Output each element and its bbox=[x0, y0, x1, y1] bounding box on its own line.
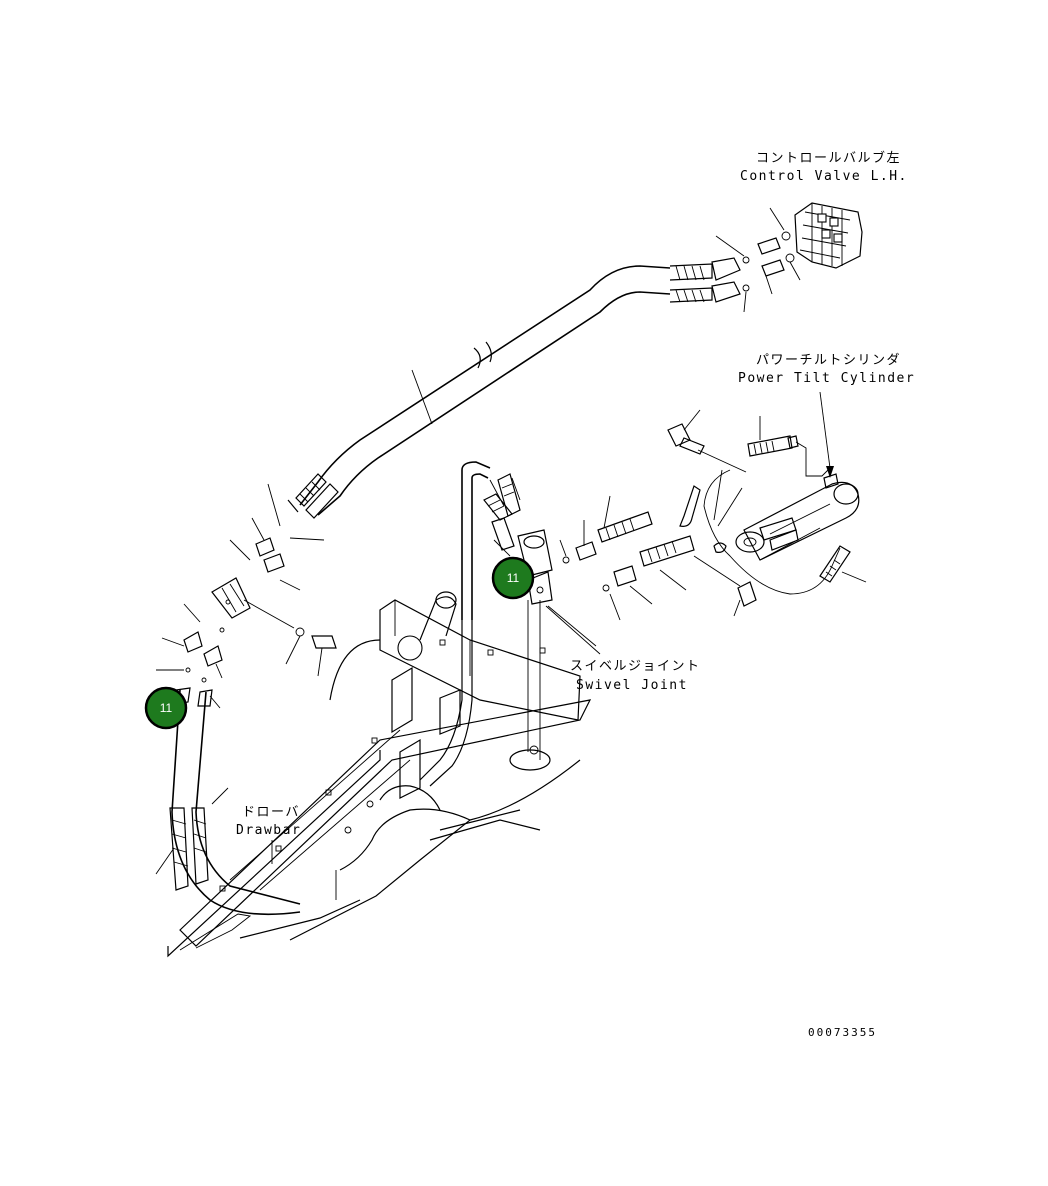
control-valve bbox=[794, 202, 863, 269]
frame-structure bbox=[167, 591, 592, 958]
callout-number: 11 bbox=[507, 571, 520, 585]
callout-number: 11 bbox=[160, 701, 173, 715]
drawbar-label-jp: ドローバ bbox=[242, 805, 300, 820]
swivel-leader bbox=[545, 605, 601, 655]
control-valve-label-jp: コントロールバルブ左 bbox=[756, 150, 901, 166]
control-valve-label-en: Control Valve L.H. bbox=[740, 169, 908, 184]
valve-fittings bbox=[715, 207, 801, 313]
power-tilt-label-en: Power Tilt Cylinder bbox=[738, 371, 915, 386]
drawing-number: 00073355 bbox=[808, 1026, 877, 1039]
swivel-joint-label-en: Swivel Joint bbox=[576, 678, 688, 693]
callout-2[interactable]: 11 bbox=[144, 686, 188, 730]
callout-circle bbox=[144, 686, 188, 730]
swivel-joint-label-jp: スイベルジョイント bbox=[570, 659, 701, 674]
callout-circle bbox=[491, 556, 535, 600]
callout-1[interactable]: 11 bbox=[491, 556, 535, 600]
long-hose bbox=[267, 257, 741, 541]
drawbar-label-en: Drawbar bbox=[236, 823, 301, 838]
vertical-hose bbox=[419, 461, 541, 787]
left-fittings bbox=[156, 517, 337, 709]
power-tilt-label-jp: パワーチルトシリンダ bbox=[756, 353, 901, 368]
swivel-joint bbox=[483, 473, 695, 647]
power-tilt-cylinder bbox=[667, 391, 867, 617]
